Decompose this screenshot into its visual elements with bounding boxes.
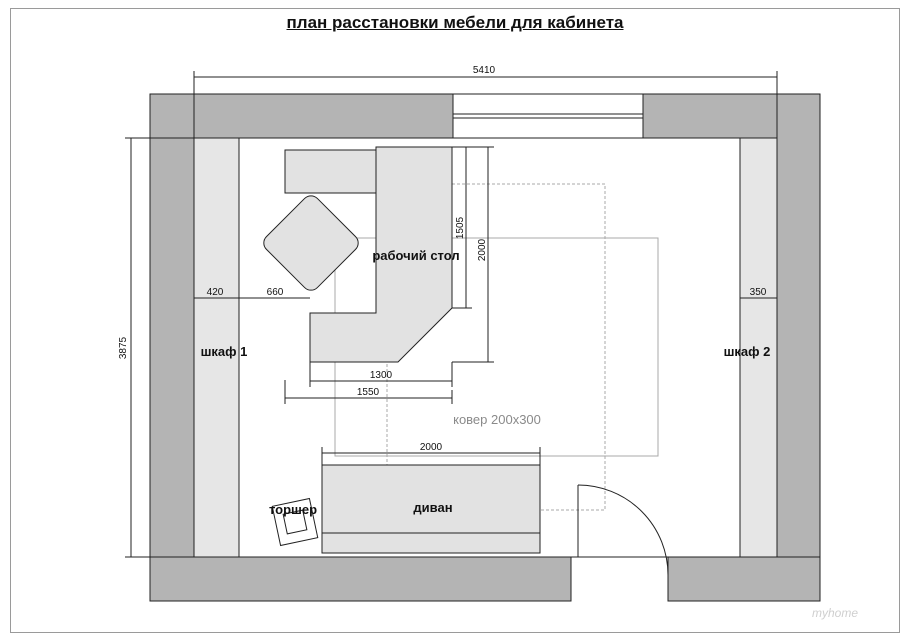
dim-1300: 1300 bbox=[370, 370, 393, 381]
bottom-wall-left bbox=[149, 556, 572, 602]
drawing-frame bbox=[10, 8, 900, 633]
dim-left-420: 420 bbox=[207, 287, 224, 298]
walls bbox=[149, 93, 821, 602]
dim-overall-width: 5410 bbox=[473, 65, 496, 76]
desk-chair bbox=[263, 195, 359, 291]
dim-1550: 1550 bbox=[357, 387, 380, 398]
dim-overall-height: 3875 bbox=[118, 336, 129, 359]
watermark-logo: myhome bbox=[812, 606, 859, 620]
desk bbox=[309, 146, 453, 363]
label-sofa: диван bbox=[413, 500, 452, 515]
dim-right-350: 350 bbox=[750, 287, 767, 298]
top-wall-left bbox=[149, 93, 454, 139]
dim-1505: 1505 bbox=[455, 216, 466, 239]
dim-660: 660 bbox=[267, 287, 284, 298]
dim-sofa-2000: 2000 bbox=[420, 442, 443, 453]
door bbox=[577, 484, 669, 576]
label-wardrobe-2: шкаф 2 bbox=[724, 344, 771, 359]
wardrobe-2 bbox=[739, 137, 778, 558]
sofa bbox=[321, 464, 541, 554]
label-rug: ковер 200х300 bbox=[453, 412, 541, 427]
dimension-lines bbox=[125, 71, 778, 558]
label-desk: рабочий стол bbox=[372, 248, 459, 263]
bottom-wall-right bbox=[667, 556, 821, 602]
label-wardrobe-1: шкаф 1 bbox=[201, 344, 248, 359]
right-wall bbox=[776, 93, 821, 602]
desk-shelf bbox=[284, 149, 378, 194]
window bbox=[452, 93, 644, 139]
wardrobe-1 bbox=[193, 137, 240, 558]
left-wall bbox=[149, 93, 195, 602]
dim-2000-vertical: 2000 bbox=[477, 238, 488, 261]
floor-lamp bbox=[271, 497, 319, 547]
label-floor-lamp: торшер bbox=[269, 502, 317, 517]
plan-title: план расстановки мебели для кабинета bbox=[286, 13, 624, 32]
